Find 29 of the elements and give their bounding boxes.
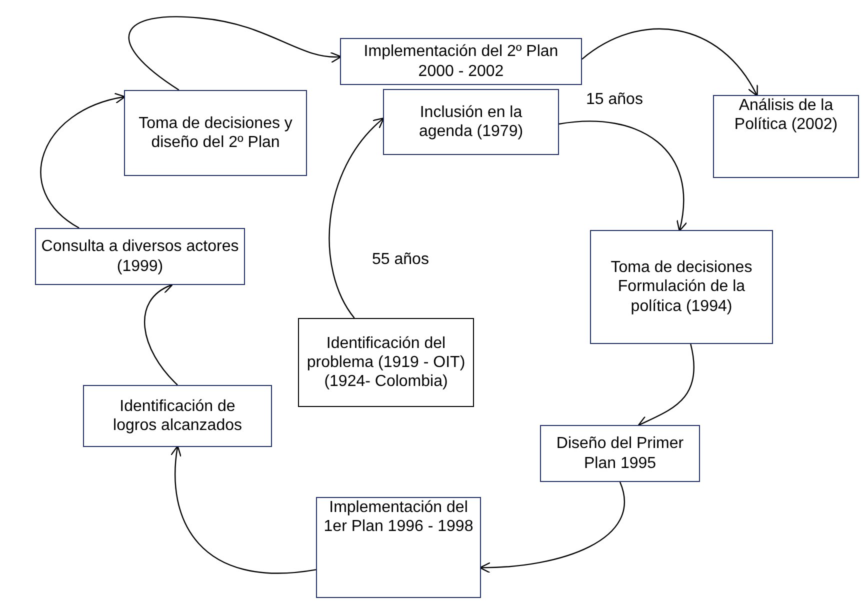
process-box [35,228,245,285]
curved-arrow [638,344,694,426]
box-text: Inclusión en la agenda (1979) [418,102,524,142]
box-text: Diseño del Primer Plan 1995 [555,434,685,473]
box-text: Implementación del 2º Plan 2000 - 2002 [362,42,560,81]
process-box [383,89,559,155]
curved-arrow [558,120,687,232]
curved-arrow [40,93,126,228]
curved-arrow [328,117,384,318]
box-text: Toma de decisiones Formulación de la política (1994) [610,258,754,316]
process-box [298,318,474,407]
process-box [340,38,582,85]
curved-arrow [479,482,625,574]
box-text: Consulta a diversos actores (1999) [40,237,240,276]
box-text: Toma de decisiones y diseño del 2º Plan [138,114,294,152]
curved-arrow [170,445,316,574]
process-box [713,95,859,178]
curved-arrow [582,28,758,96]
curved-arrow [128,16,342,90]
curved-arrow [144,284,178,386]
box-text: Identificación del problema (1919 - OIT) (1924- Colombia) [306,334,466,392]
process-box [124,90,307,176]
process-box [316,497,481,598]
box-text: Identificación de logros alcanzados [112,396,243,436]
box-text: Implementación del 1er Plan 1996 - 1998 [322,498,474,536]
process-box [590,230,773,344]
process-box [83,385,272,447]
process-box [540,425,700,482]
box-text: Análisis de la Política (2002) [733,96,839,134]
